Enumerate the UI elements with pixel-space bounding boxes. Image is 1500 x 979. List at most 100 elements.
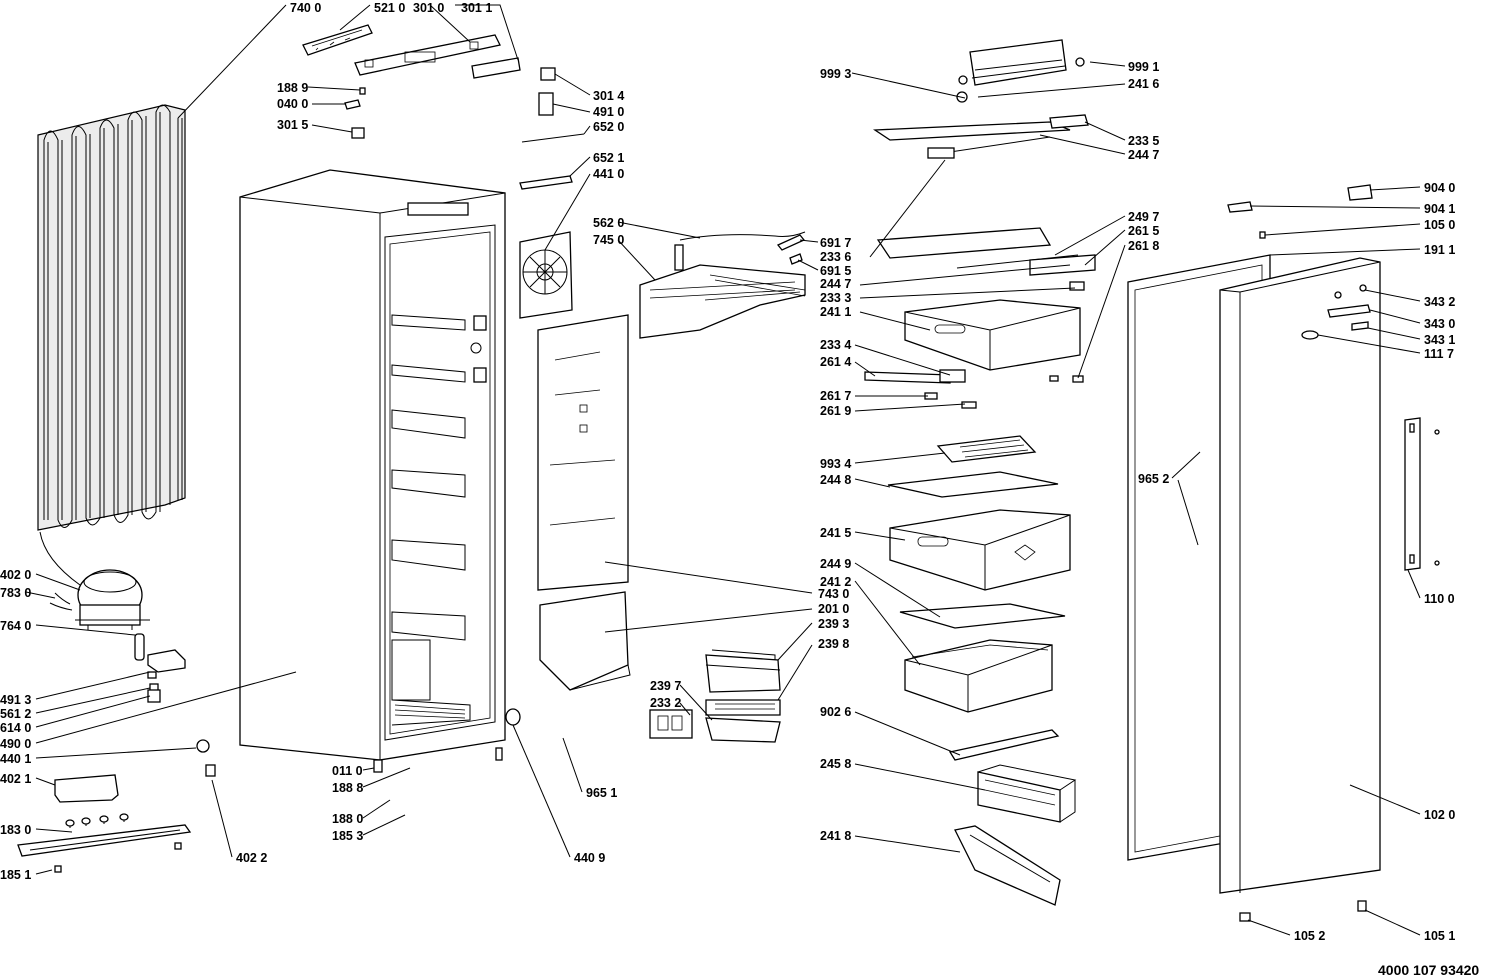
part-labels: 740 0 521 0 301 0 301 1 188 9 040 0 301 …: [0, 1, 1455, 943]
part-label: 440 9: [574, 851, 605, 865]
part-label: 301 1: [461, 1, 492, 15]
relay-box: [147, 649, 186, 673]
part-label: 111 7: [1424, 347, 1454, 361]
glass-shelf-2: [876, 227, 1096, 276]
part-label: 188 9: [277, 81, 308, 95]
fan-assembly: [519, 231, 573, 319]
evaporator-assembly: [639, 231, 806, 339]
part-label: 102 0: [1424, 808, 1455, 822]
part-label: 241 1: [820, 305, 851, 319]
part-label: 239 8: [818, 637, 849, 651]
upper-drawer: [904, 281, 1085, 371]
cold-box: [705, 649, 781, 743]
door-handle: [1404, 417, 1440, 571]
part-label: 440 1: [0, 752, 31, 766]
part-label: 743 0: [818, 587, 849, 601]
bottom-panel: [539, 591, 631, 691]
rear-panel: [537, 314, 629, 591]
part-label: 343 2: [1424, 295, 1455, 309]
part-label: 993 4: [820, 457, 851, 471]
part-label: 301 0: [413, 1, 444, 15]
part-label: 241 6: [1128, 77, 1159, 91]
top-small-parts: [344, 67, 585, 190]
part-label: 402 0: [0, 568, 31, 582]
part-label: 105 0: [1424, 218, 1455, 232]
part-label: 249 7: [1128, 210, 1159, 224]
part-label: 183 0: [0, 823, 31, 837]
part-label: 245 8: [820, 757, 851, 771]
drier-filter: [134, 633, 145, 661]
feet-and-tray: [17, 739, 216, 873]
compressor: [39, 531, 150, 630]
crisper-cover: [936, 435, 1037, 463]
part-label: 244 7: [1128, 148, 1159, 162]
part-label: 904 1: [1424, 202, 1455, 216]
part-label: 201 0: [818, 602, 849, 616]
part-label: 105 2: [1294, 929, 1325, 943]
part-label: 244 9: [820, 557, 851, 571]
part-label: 241 2: [820, 575, 851, 589]
part-label: 261 5: [1128, 224, 1159, 238]
part-label: 965 1: [586, 786, 617, 800]
filter-housing: [649, 709, 693, 739]
part-label: 239 7: [650, 679, 681, 693]
part-label: 185 1: [0, 868, 31, 882]
part-label: 233 2: [650, 696, 681, 710]
part-label: 040 0: [277, 97, 308, 111]
middle-drawer: [889, 509, 1071, 591]
door-bin: [954, 825, 1061, 906]
part-label: 491 0: [593, 105, 624, 119]
part-label: 343 1: [1424, 333, 1455, 347]
part-label: 261 9: [820, 404, 851, 418]
document-number: 4000 107 93420: [1378, 962, 1479, 978]
rails-upper: [864, 369, 1084, 409]
bottom-drawer: [904, 639, 1053, 713]
part-label: 188 0: [332, 812, 363, 826]
part-label: 343 0: [1424, 317, 1455, 331]
part-label: 764 0: [0, 619, 31, 633]
part-label: 188 8: [332, 781, 363, 795]
part-label: 301 5: [277, 118, 308, 132]
part-label: 691 5: [820, 264, 851, 278]
part-label: 233 6: [820, 250, 851, 264]
part-label: 241 5: [820, 526, 851, 540]
part-label: 745 0: [593, 233, 624, 247]
part-label: 011 0: [332, 764, 363, 778]
part-label: 652 0: [593, 120, 624, 134]
condenser-coil: [37, 104, 186, 531]
part-label: 562 0: [593, 216, 624, 230]
part-label: 491 3: [0, 693, 31, 707]
door: [1219, 257, 1381, 894]
cabinet: [239, 169, 506, 773]
control-label: [471, 57, 521, 79]
part-label: 244 8: [820, 473, 851, 487]
part-label: 652 1: [593, 151, 624, 165]
part-label: 783 0: [0, 586, 31, 600]
part-label: 261 4: [820, 355, 851, 369]
part-label: 490 0: [0, 737, 31, 751]
part-label: 241 8: [820, 829, 851, 843]
part-label: 902 6: [820, 705, 851, 719]
door-hinges: [1239, 900, 1367, 922]
flap-trim: [948, 729, 1060, 761]
glass-shelf-3: [887, 471, 1059, 498]
control-pcb: [302, 24, 373, 56]
part-label: 402 1: [0, 772, 31, 786]
wire-basket: [977, 764, 1077, 823]
top-lid-assembly: [956, 39, 1085, 103]
control-panel: [354, 34, 501, 76]
glass-shelf-4: [899, 603, 1066, 629]
part-label: 904 0: [1424, 181, 1455, 195]
part-label: 233 5: [1128, 134, 1159, 148]
part-label: 233 4: [820, 338, 851, 352]
part-label: 691 7: [820, 236, 851, 250]
part-label: 402 2: [236, 851, 267, 865]
part-label: 233 3: [820, 291, 851, 305]
part-label: 999 1: [1128, 60, 1159, 74]
part-label: 185 3: [332, 829, 363, 843]
part-label: 614 0: [0, 721, 31, 735]
part-label: 521 0: [374, 1, 405, 15]
part-label: 740 0: [290, 1, 321, 15]
part-label: 999 3: [820, 67, 851, 81]
